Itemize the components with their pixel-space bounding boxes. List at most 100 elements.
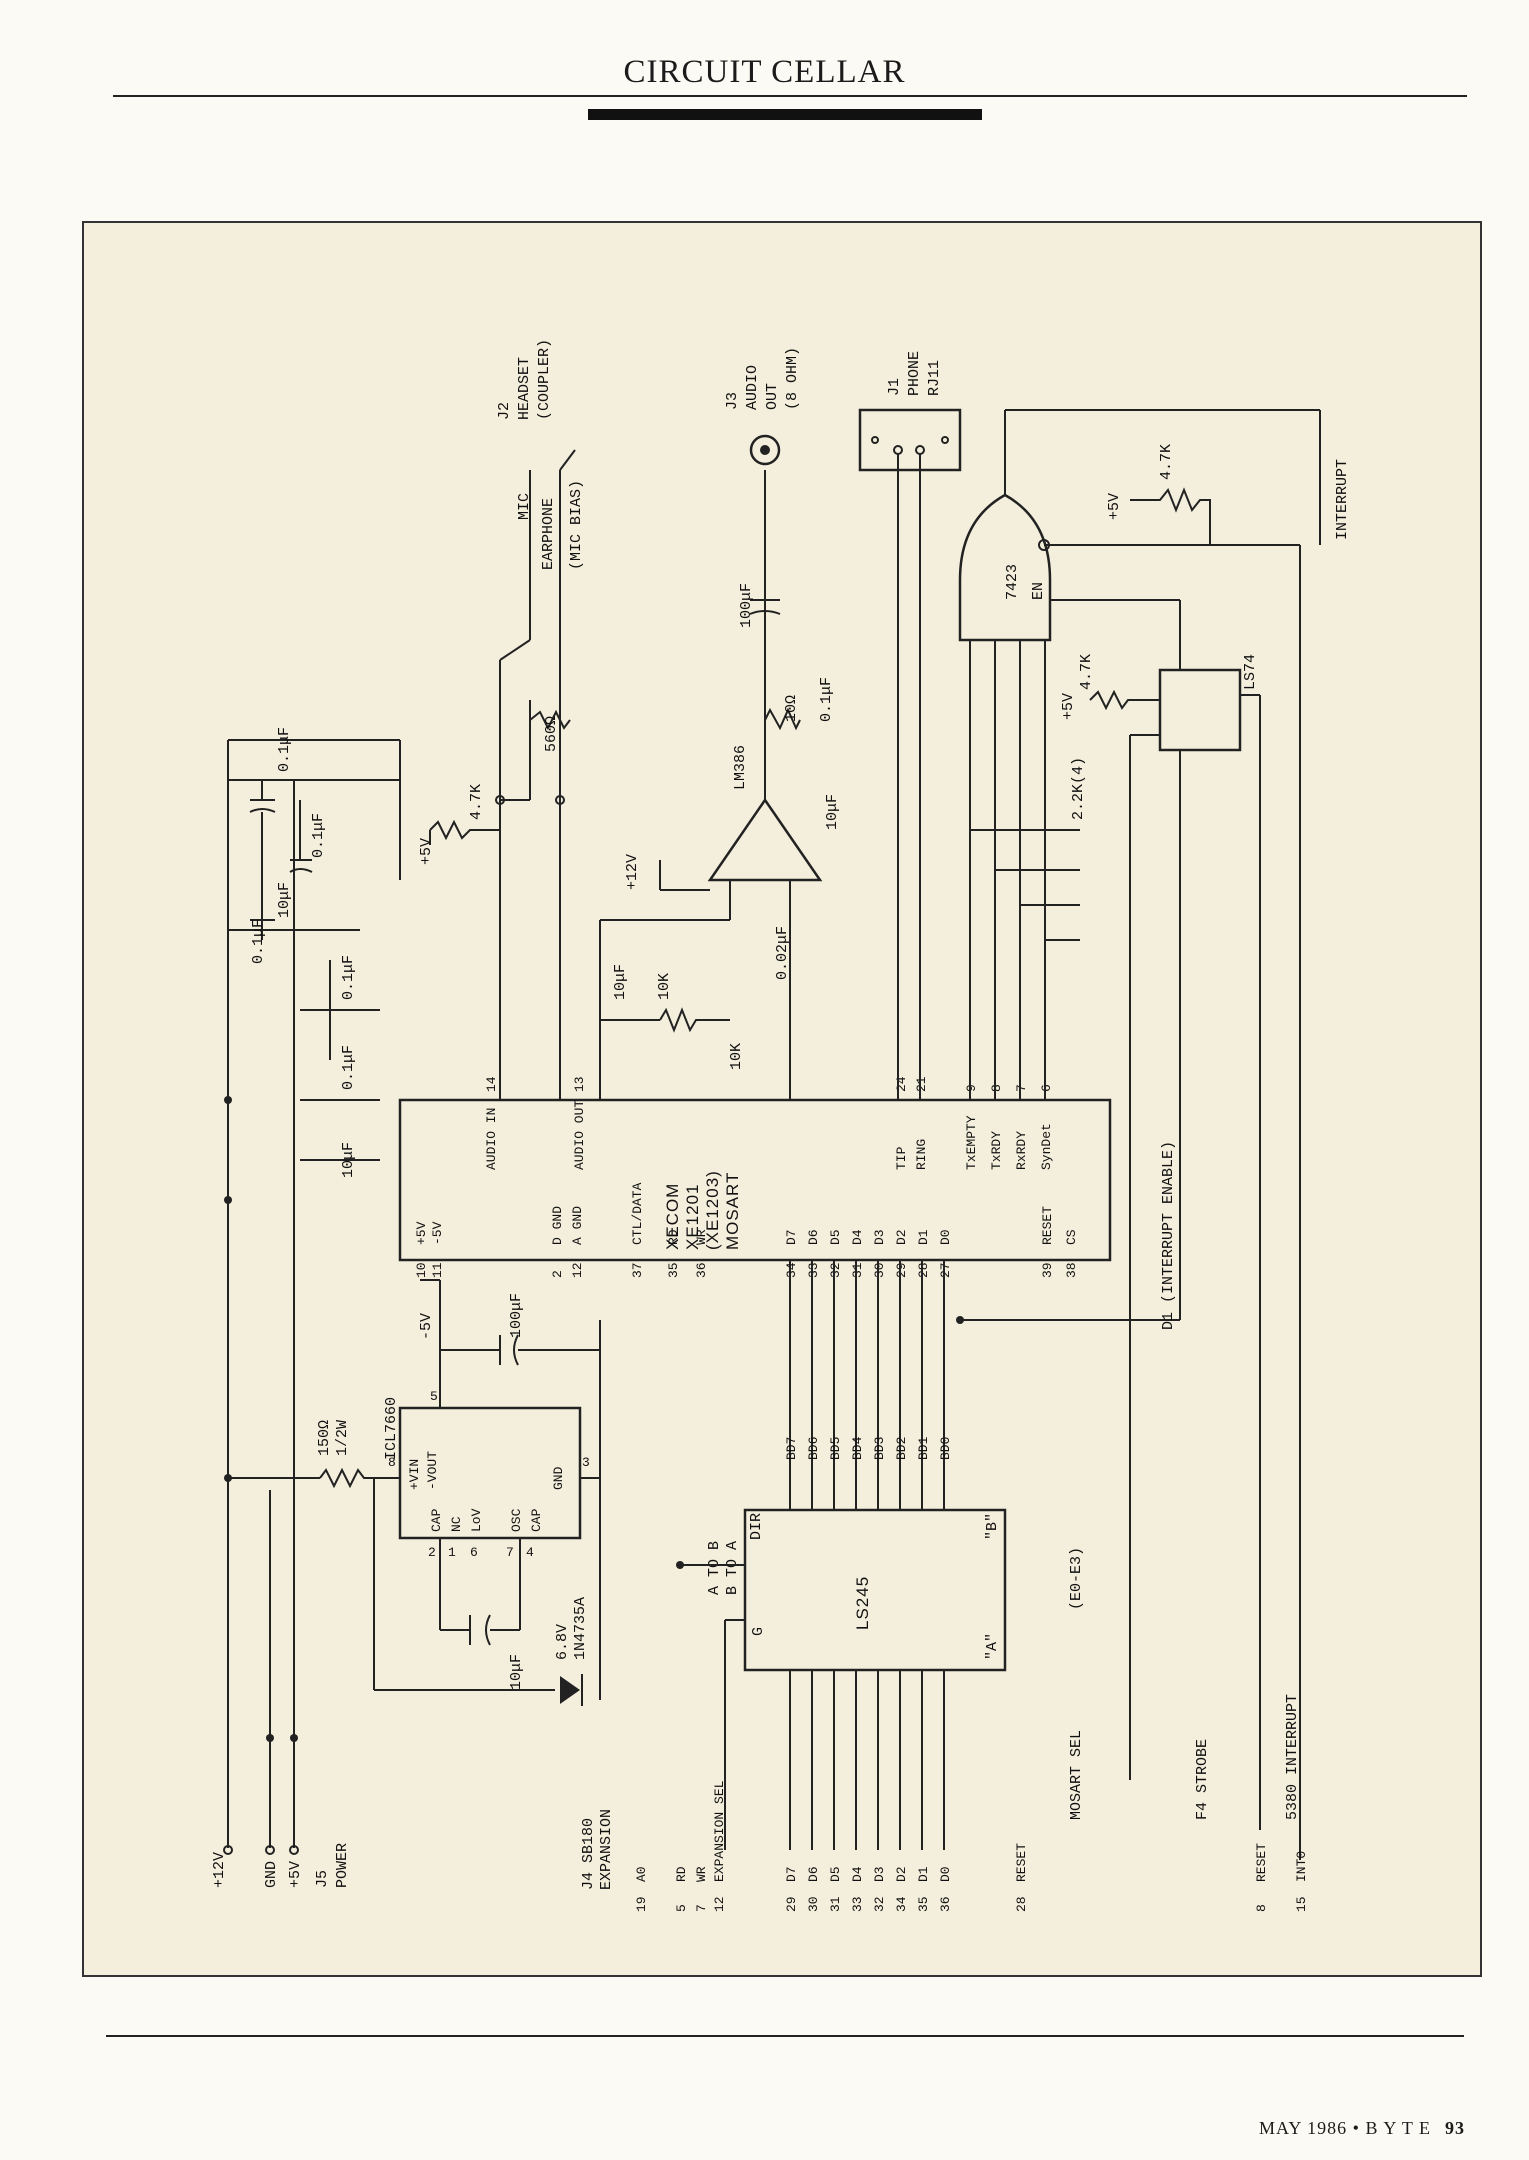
j4-pinno-0: 19 xyxy=(634,1896,649,1912)
ls245-dir: DIR xyxy=(748,1513,765,1540)
xecom-pin-7: D7 xyxy=(784,1229,799,1245)
icl-pinno-3: 3 xyxy=(582,1455,590,1470)
j4-expansion-connector: J4 SB180 EXPANSION MOSART SEL F4 STROBE … xyxy=(580,1694,1309,1912)
xecom-line-3: (XE1203) xyxy=(703,1170,722,1250)
j4-pinno-14: 15 xyxy=(1294,1896,1309,1912)
in-r10k: 10K xyxy=(656,973,673,1000)
j4-pinno-11: 36 xyxy=(938,1896,953,1912)
cap-01-b: 0.1μF xyxy=(310,813,327,858)
ls245-a: "A" xyxy=(984,1633,1001,1660)
j4-pinno-1: 5 xyxy=(674,1904,689,1912)
xecom-line-4: MOSART xyxy=(723,1172,742,1250)
pullup-22k: 2.2K(4) xyxy=(1070,757,1087,820)
j1-name: J1 xyxy=(886,378,903,396)
icl-pin-vout: -VOUT xyxy=(425,1451,440,1490)
xecom-pinno-12: 29 xyxy=(894,1262,909,1278)
resistor-150: 150Ω 1/2W 6.8V 1N4735A xyxy=(316,1420,589,1706)
xecom-pin-1: -5V xyxy=(430,1221,445,1245)
j4-signal-8: D3 xyxy=(872,1866,887,1882)
footer-issue: MAY 1986 • B Y T E xyxy=(1259,2118,1431,2138)
in-c10: 10μF xyxy=(612,964,629,1000)
decoupling-caps: 0.1μF 0.1μF 10μF 0.1μF 0.1μF 10μF 0.1μF xyxy=(228,727,400,1178)
j4-signal-10: D1 xyxy=(916,1866,931,1882)
j4-5380-int: 5380 INTERRUPT xyxy=(1284,1694,1301,1820)
xecom-pin-12: D2 xyxy=(894,1229,909,1245)
j4-pinno-4: 29 xyxy=(784,1896,799,1912)
j4-name: J4 SB180 xyxy=(580,1818,597,1890)
j5-pin-12v: +12V xyxy=(211,1852,228,1888)
j2-sub: (COUPLER) xyxy=(536,339,553,420)
j4-signal-3: EXPANSION SEL xyxy=(712,1781,727,1882)
amp-r10ohm: 10Ω xyxy=(783,695,800,722)
zener-part: 1N4735A xyxy=(572,1597,589,1660)
xecom-pinno-6: 36 xyxy=(694,1262,709,1278)
xecom-pin-0: +5V xyxy=(414,1221,429,1245)
bd-label-5: BD2 xyxy=(894,1437,909,1460)
xecom-pinno-11: 30 xyxy=(872,1262,887,1278)
bd-label-1: BD6 xyxy=(806,1437,821,1460)
j5-power-connector: +12V GND +5V J5 POWER xyxy=(211,1843,351,1888)
ls245-name: LS245 xyxy=(853,1576,872,1630)
xecom-pin-15: RESET xyxy=(1040,1206,1055,1245)
j4-signal-5: D6 xyxy=(806,1866,821,1882)
j4-signal-12: RESET xyxy=(1014,1843,1029,1882)
icl7660-name: ICL7660 xyxy=(383,1397,400,1460)
j1-sub: RJ11 xyxy=(926,360,943,396)
xecom-pinno-15: 39 xyxy=(1040,1262,1055,1278)
icl-c10: 10μF xyxy=(508,1654,525,1690)
lm386-name: LM386 xyxy=(732,745,749,790)
r150-value: 150Ω xyxy=(316,1420,333,1456)
j1-label: PHONE xyxy=(906,351,923,396)
j3-note: (8 OHM) xyxy=(784,347,801,410)
xecom-pinno-14: 27 xyxy=(938,1262,953,1278)
xecom-pinno-8: 33 xyxy=(806,1262,821,1278)
j5-label: POWER xyxy=(334,1843,351,1888)
header-rule xyxy=(113,95,1467,97)
xecom-pin-6: WR xyxy=(694,1229,709,1245)
xecom-pin-20: RING xyxy=(914,1139,929,1170)
xecom-pin-2: D GND xyxy=(550,1206,565,1245)
cap-10-a: 10μF xyxy=(276,882,293,918)
ls245-b: "B" xyxy=(984,1513,1001,1540)
j4-f4-strobe: F4 STROBE xyxy=(1194,1739,1211,1820)
xecom-pin-23: RxRDY xyxy=(1014,1131,1029,1170)
neg5v-supply: -5V 100μF xyxy=(418,1279,600,1366)
lm386-amp: LM386 +12V 10Ω 0.1μF 10μF 100μF J3 AUDIO… xyxy=(599,347,841,1100)
gate-r47k: 4.7K xyxy=(1158,444,1175,480)
xecom-pinno-2: 2 xyxy=(550,1270,565,1278)
j2-label: HEADSET xyxy=(516,357,533,420)
xecom-pinno-18: 13 xyxy=(572,1076,587,1092)
j3-name: J3 xyxy=(724,392,741,410)
xecom-pinno-1: 11 xyxy=(430,1262,445,1278)
xecom-pinno-3: 12 xyxy=(570,1262,585,1278)
icl-pinno-8: 8 xyxy=(388,1455,396,1470)
j4-signal-11: D0 xyxy=(938,1866,953,1882)
amp-c10: 10μF xyxy=(824,794,841,830)
mic-r47k: 4.7K xyxy=(468,784,485,820)
icl-pinno-6: 6 xyxy=(470,1545,478,1560)
in-pot10k: 10K xyxy=(728,1043,745,1070)
xecom-pin-19: TIP xyxy=(894,1146,909,1170)
ls245-g: G xyxy=(750,1627,767,1636)
xecom-pin-22: TxRDY xyxy=(989,1131,1004,1170)
ls245-chip: LS245 "A" "B" DIR G A TO B B TO A (E0-E3… xyxy=(676,1508,1085,1850)
icl-pinno-5: 5 xyxy=(430,1389,438,1404)
icl-pin-nc: NC xyxy=(449,1516,464,1532)
j4-pinno-2: 7 xyxy=(694,1904,709,1912)
j4-signal-1: RD xyxy=(674,1866,689,1882)
xecom-pin-18: AUDIO OUT xyxy=(572,1100,587,1170)
gate-plus5: +5V xyxy=(1106,493,1123,520)
mic-plus5: +5V xyxy=(418,838,435,865)
xecom-pinno-17: 14 xyxy=(484,1076,499,1092)
icl-pinno-1: 1 xyxy=(448,1545,456,1560)
xecom-pinno-19: 24 xyxy=(894,1076,909,1092)
icl-pin-lov: LoV xyxy=(469,1508,484,1532)
xecom-pinno-13: 28 xyxy=(916,1262,931,1278)
j4-signal-9: D2 xyxy=(894,1866,909,1882)
neg5-label: -5V xyxy=(418,1313,435,1340)
power-rails xyxy=(224,739,401,1848)
r150-watt: 1/2W xyxy=(334,1420,351,1456)
